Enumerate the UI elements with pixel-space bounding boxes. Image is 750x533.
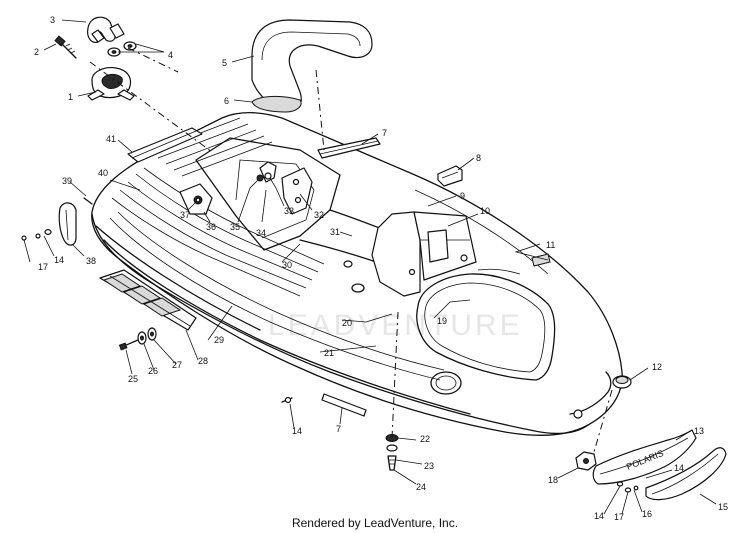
callout-26: 26 bbox=[148, 366, 158, 376]
callout-18: 18 bbox=[548, 475, 558, 485]
leader-lines bbox=[23, 19, 717, 515]
callout-22: 22 bbox=[420, 434, 430, 444]
rail-41 bbox=[127, 127, 203, 163]
latch-8 bbox=[437, 165, 463, 187]
callout-14: 14 bbox=[674, 463, 684, 473]
strip-7-upper bbox=[317, 137, 381, 159]
callout-16: 16 bbox=[642, 509, 652, 519]
callout-31: 31 bbox=[330, 227, 340, 237]
grab-pad bbox=[251, 95, 302, 113]
callout-39: 39 bbox=[62, 176, 72, 186]
callout-5: 5 bbox=[222, 58, 227, 68]
callout-21: 21 bbox=[324, 348, 334, 358]
u-fitting bbox=[87, 16, 125, 43]
callout-2: 2 bbox=[34, 47, 39, 57]
screw-39 bbox=[83, 197, 93, 205]
fasteners-left bbox=[21, 229, 52, 241]
callout-34: 34 bbox=[256, 228, 266, 238]
vent-fitting bbox=[87, 67, 135, 101]
callout-37: 37 bbox=[180, 210, 190, 220]
footer-credit: Rendered by LeadVenture, Inc. bbox=[291, 516, 459, 530]
trim-hardware bbox=[616, 481, 639, 493]
centerlines bbox=[89, 47, 613, 453]
callout-40: 40 bbox=[98, 168, 108, 178]
callout-10: 10 bbox=[480, 206, 490, 216]
callout-19: 19 bbox=[437, 316, 447, 326]
callout-4: 4 bbox=[168, 50, 173, 60]
grate-hardware bbox=[118, 327, 157, 351]
callout-1: 1 bbox=[68, 92, 73, 102]
intake-grate bbox=[99, 269, 197, 331]
callout-27: 27 bbox=[172, 360, 182, 370]
washers-4 bbox=[107, 41, 137, 57]
nose-trim: POLARIS bbox=[592, 429, 697, 485]
callout-17: 17 bbox=[38, 262, 48, 272]
callout-14: 14 bbox=[594, 511, 604, 521]
bracket-36 bbox=[179, 183, 213, 215]
corner-bumper bbox=[58, 202, 77, 246]
fastener-14-lower bbox=[281, 396, 293, 404]
callout-35: 35 bbox=[230, 222, 240, 232]
callout-14: 14 bbox=[292, 426, 302, 436]
callout-15: 15 bbox=[718, 502, 728, 512]
callout-32: 32 bbox=[314, 210, 324, 220]
callout-7: 7 bbox=[382, 128, 387, 138]
callout-9: 9 bbox=[460, 191, 465, 201]
mount-plate bbox=[256, 161, 313, 215]
watermark: LEADVENTURE bbox=[268, 309, 523, 342]
callout-6: 6 bbox=[224, 96, 229, 106]
bumper-strip bbox=[645, 447, 727, 501]
screw-2 bbox=[54, 35, 77, 59]
drain-plug bbox=[385, 434, 399, 471]
callout-3: 3 bbox=[50, 15, 55, 25]
callout-24: 24 bbox=[416, 482, 426, 492]
callout-23: 23 bbox=[424, 461, 434, 471]
callout-41: 41 bbox=[106, 134, 116, 144]
callout-17: 17 bbox=[614, 512, 624, 522]
steering-console bbox=[343, 211, 477, 297]
callout-13: 13 bbox=[694, 426, 704, 436]
strip-7-lower bbox=[321, 393, 367, 417]
callout-33: 33 bbox=[284, 206, 294, 216]
bow-nut bbox=[575, 451, 597, 471]
callout-14: 14 bbox=[54, 255, 64, 265]
hull bbox=[91, 112, 623, 436]
fuel-cap bbox=[612, 375, 632, 389]
callouts: 3 2 4 1 5 6 41 7 8 9 10 11 39 40 37 36 3… bbox=[34, 15, 728, 522]
callout-7: 7 bbox=[336, 424, 341, 434]
callout-12: 12 bbox=[652, 362, 662, 372]
callout-38: 38 bbox=[86, 256, 96, 266]
callout-25: 25 bbox=[128, 374, 138, 384]
callout-30: 30 bbox=[282, 260, 292, 270]
callout-8: 8 bbox=[476, 153, 481, 163]
callout-36: 36 bbox=[206, 222, 216, 232]
callout-20: 20 bbox=[342, 318, 352, 328]
callout-29: 29 bbox=[214, 335, 224, 345]
callout-11: 11 bbox=[546, 240, 555, 250]
callout-28: 28 bbox=[198, 356, 208, 366]
